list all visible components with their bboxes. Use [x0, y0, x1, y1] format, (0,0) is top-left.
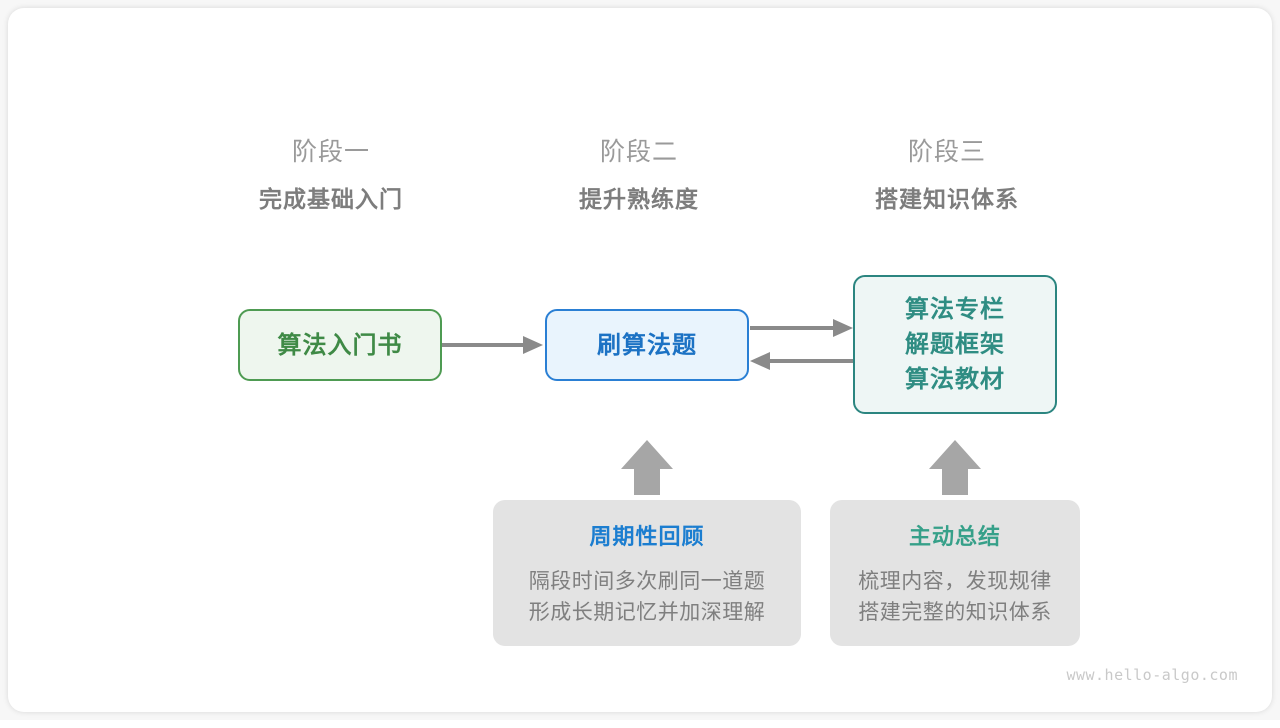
node-practice-problems-line-1: 刷算法题: [597, 331, 697, 359]
stage-label-3: 阶段三: [907, 138, 986, 166]
stage-label-1: 阶段一: [291, 138, 370, 166]
node-learning-resources-line-1: 算法专栏: [905, 296, 1005, 323]
stage-header-1: 阶段一 完成基础入门: [201, 135, 461, 216]
arrow-book-to-practice: [442, 336, 543, 354]
note-active-summary-title: 主动总结: [908, 524, 1001, 549]
arrow-review-to-practice: [621, 440, 673, 495]
diagram-card: 阶段一 完成基础入门 阶段二 提升熟练度 阶段三 搭建知识体系: [8, 8, 1272, 712]
note-periodic-review-body-line-2: 形成长期记忆并加深理解: [528, 601, 766, 624]
note-active-summary[interactable]: 主动总结 梳理内容，发现规律 搭建完整的知识体系: [830, 500, 1080, 646]
note-active-summary-body-line-2: 搭建完整的知识体系: [858, 601, 1052, 624]
arrow-resources-to-practice: [750, 352, 853, 370]
note-periodic-review[interactable]: 周期性回顾 隔段时间多次刷同一道题 形成长期记忆并加深理解: [493, 500, 801, 646]
stage-title-3: 搭建知识体系: [875, 186, 1019, 212]
site-watermark: www.hello-algo.com: [1066, 666, 1238, 684]
note-active-summary-body: 梳理内容，发现规律 搭建完整的知识体系: [858, 566, 1052, 628]
note-periodic-review-body-line-1: 隔段时间多次刷同一道题: [528, 570, 766, 593]
node-practice-problems[interactable]: 刷算法题: [545, 309, 749, 381]
note-periodic-review-title: 周期性回顾: [589, 524, 705, 549]
arrow-practice-to-resources: [750, 319, 853, 337]
stage-label-2: 阶段二: [599, 138, 678, 166]
stage-header-3: 阶段三 搭建知识体系: [817, 135, 1077, 216]
node-learning-resources-line-3: 算法教材: [905, 366, 1005, 393]
stage-title-1: 完成基础入门: [259, 186, 403, 212]
node-intro-book[interactable]: 算法入门书: [238, 309, 442, 381]
arrow-summary-to-resources: [929, 440, 981, 495]
stage-title-2: 提升熟练度: [579, 186, 699, 212]
node-learning-resources[interactable]: 算法专栏 解题框架 算法教材: [853, 275, 1057, 414]
node-learning-resources-line-2: 解题框架: [905, 331, 1005, 358]
stage-header-2: 阶段二 提升熟练度: [509, 135, 769, 216]
node-intro-book-line-1: 算法入门书: [277, 331, 403, 359]
note-active-summary-body-line-1: 梳理内容，发现规律: [858, 570, 1052, 593]
note-periodic-review-body: 隔段时间多次刷同一道题 形成长期记忆并加深理解: [529, 566, 766, 628]
